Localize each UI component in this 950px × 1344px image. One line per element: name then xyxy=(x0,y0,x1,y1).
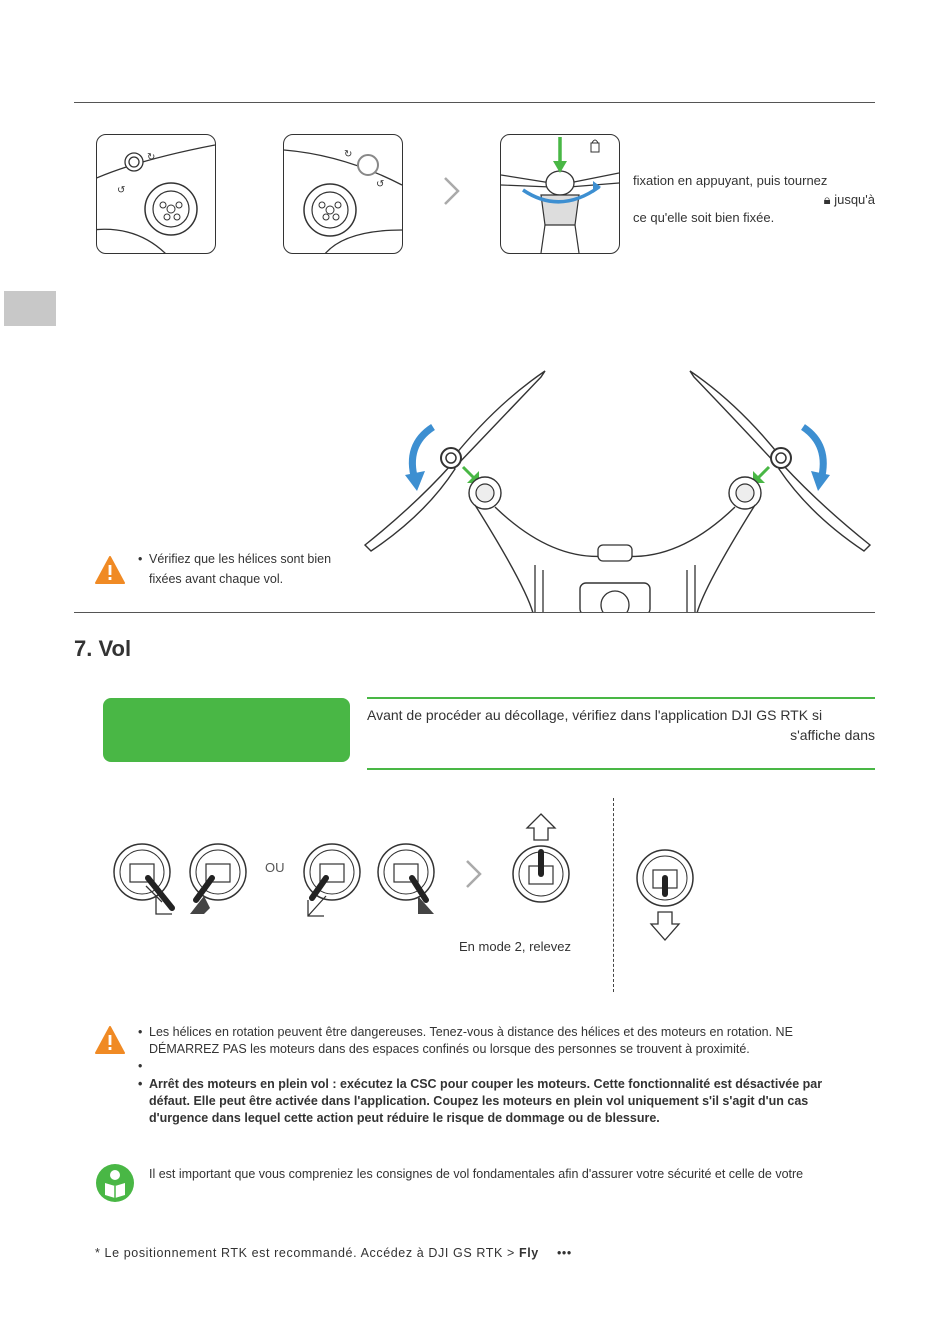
throttle-up-stick xyxy=(508,812,574,913)
propeller-warning-line2: fixées avant chaque vol. xyxy=(149,572,284,586)
section-rule xyxy=(74,612,875,613)
motor-mount-image-2: ↻ ↺ xyxy=(283,134,403,254)
drone-propeller-illustration xyxy=(355,365,880,620)
stick-combo-2 xyxy=(300,838,440,925)
svg-text:↺: ↺ xyxy=(117,185,125,196)
install-instruction-line3: ce qu'elle soit bien fixée. xyxy=(633,210,775,225)
top-rule xyxy=(74,102,875,103)
warning-item3-line3: d'urgence dans lequel cette action peut … xyxy=(149,1111,660,1125)
propeller-warning-line1: Vérifiez que les hélices sont bien xyxy=(138,551,331,568)
tip-icon xyxy=(95,1163,135,1208)
svg-text:↻: ↻ xyxy=(344,149,352,160)
preflight-bottom-line xyxy=(367,768,875,770)
svg-text:↻: ↻ xyxy=(147,152,155,163)
propeller-lock-image xyxy=(500,134,620,254)
install-instruction-line2: 🔒︎ jusqu'à xyxy=(824,191,875,209)
throttle-down-stick xyxy=(635,848,695,949)
warning-icon xyxy=(95,556,125,584)
warning-item2 xyxy=(138,1058,159,1075)
dashed-divider xyxy=(613,798,614,992)
warning-item3-line1: Arrêt des moteurs en plein vol : exécute… xyxy=(138,1076,822,1093)
section-title: 7. Vol xyxy=(74,636,132,661)
stick-combo-1 xyxy=(112,838,252,925)
tip-text: Il est important que vous compreniez les… xyxy=(149,1167,804,1181)
warning-item1-line2: DÉMARREZ PAS les moteurs dans des espace… xyxy=(149,1042,750,1056)
motor-mount-image-1: ↻ ↺ xyxy=(96,134,216,254)
chevron-right-icon xyxy=(462,858,486,895)
preflight-top-line xyxy=(367,697,875,699)
warning-item1-line1: Les hélices en rotation peuvent être dan… xyxy=(138,1024,793,1041)
footnote: * Le positionnement RTK est recommandé. … xyxy=(95,1246,572,1260)
preflight-text-line2: s'affiche dans xyxy=(790,727,875,743)
warning-icon xyxy=(95,1026,125,1054)
mode-caption: En mode 2, relevez xyxy=(459,939,572,954)
chevron-right-icon xyxy=(440,175,464,212)
preflight-label-box xyxy=(103,698,350,762)
install-instruction-line2-text: jusqu'à xyxy=(834,192,875,207)
footnote-bold: Fly xyxy=(519,1246,539,1260)
side-tab xyxy=(4,291,56,326)
svg-text:↺: ↺ xyxy=(376,179,384,190)
lock-icon: 🔒︎ xyxy=(823,192,831,207)
more-dots-icon: ••• xyxy=(556,1246,572,1260)
or-label: OU xyxy=(265,860,285,875)
install-instruction-line1: fixation en appuyant, puis tournez xyxy=(633,173,828,188)
warning-item3-line2: défaut. Elle peut être activée dans l'ap… xyxy=(149,1094,809,1108)
preflight-text-line1: Avant de procéder au décollage, vérifiez… xyxy=(367,707,823,723)
footnote-text: * Le positionnement RTK est recommandé. … xyxy=(95,1246,515,1260)
